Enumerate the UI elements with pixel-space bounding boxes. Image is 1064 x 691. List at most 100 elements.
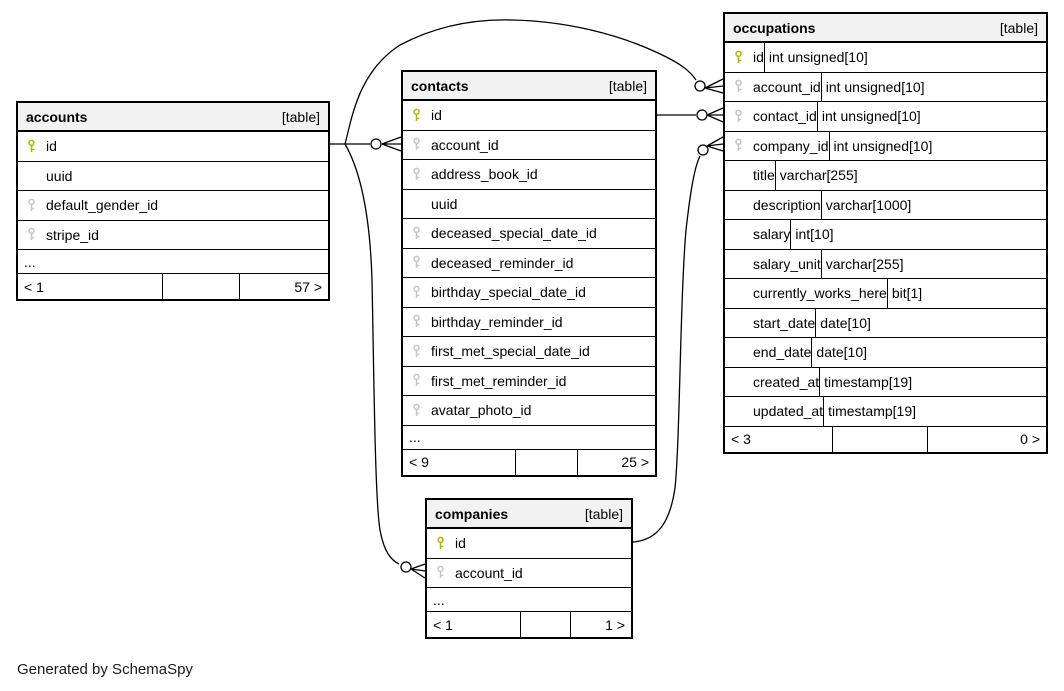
table-name: accounts — [26, 108, 88, 125]
footer-spacer — [520, 612, 570, 637]
column-name: id — [455, 535, 466, 552]
column-type: date[10] — [811, 338, 1046, 367]
column-name: first_met_special_date_id — [431, 343, 590, 360]
column-row-birthday-reminder-id[interactable]: birthday_reminder_id — [403, 308, 655, 337]
footer-spacer — [162, 274, 239, 299]
table-companies-header[interactable]: companies [table] — [427, 500, 631, 529]
column-row-contact-id[interactable]: contact_id int unsigned[10] — [725, 102, 1046, 132]
column-row-salary-unit[interactable]: salary_unit varchar[255] — [725, 249, 1046, 279]
hidden-columns-ellipsis[interactable]: ... — [18, 250, 328, 274]
table-badge: [table] — [608, 77, 647, 94]
column-name: created_at — [753, 373, 820, 390]
crowsfoot-icon — [704, 78, 724, 94]
column-name: deceased_reminder_id — [431, 254, 574, 271]
hidden-columns-ellipsis[interactable]: ... — [427, 588, 631, 612]
column-row-account-id[interactable]: account_id int unsigned[10] — [725, 72, 1046, 102]
column-type: int unsigned[10] — [828, 131, 1047, 160]
column-row-id[interactable]: id — [427, 529, 631, 559]
foreign-key-icon — [26, 227, 39, 242]
column-type: int unsigned[10] — [763, 43, 1046, 72]
column-name: stripe_id — [46, 226, 99, 243]
column-row-first-met-reminder-id[interactable]: first_met_reminder_id — [403, 367, 655, 396]
column-row-company-id[interactable]: company_id int unsigned[10] — [725, 131, 1047, 161]
parents-count[interactable]: < 3 — [731, 431, 751, 447]
column-row-uuid[interactable]: uuid — [403, 190, 655, 219]
column-name: account_id — [753, 78, 821, 95]
column-row-birthday-special-date-id[interactable]: birthday_special_date_id — [403, 278, 655, 308]
foreign-key-icon — [411, 344, 424, 359]
column-name: description — [753, 196, 821, 213]
column-row-salary[interactable]: salary int[10] — [725, 220, 1046, 250]
parents-count[interactable]: < 1 — [433, 616, 453, 633]
column-name: deceased_special_date_id — [431, 225, 597, 242]
foreign-key-icon — [411, 314, 424, 329]
column-name: updated_at — [753, 403, 824, 420]
hidden-columns-ellipsis[interactable]: ... — [403, 426, 655, 450]
children-count[interactable]: 1 > — [570, 612, 631, 637]
column-name: address_book_id — [431, 166, 538, 183]
column-row-updated-at[interactable]: updated_at timestamp[19] — [725, 397, 1046, 427]
children-count[interactable]: 25 > — [577, 449, 655, 475]
children-count[interactable]: 57 > — [239, 274, 328, 299]
column-row-avatar-photo-id[interactable]: avatar_photo_id — [403, 396, 655, 426]
table-contacts[interactable]: contacts [table] id account_id address_b… — [401, 70, 657, 477]
crowsfoot-icon — [410, 563, 426, 579]
parents-count[interactable]: < 1 — [24, 278, 44, 295]
table-name: contacts — [411, 77, 469, 94]
column-type: int unsigned[10] — [820, 72, 1046, 101]
column-row-stripe-id[interactable]: stripe_id — [18, 221, 328, 250]
foreign-key-icon — [733, 109, 746, 124]
column-row-currently-works-here[interactable]: currently_works_here bit[1] — [725, 279, 1046, 309]
column-type: varchar[255] — [820, 249, 1046, 278]
column-name: title — [753, 167, 775, 184]
column-name: account_id — [455, 564, 523, 581]
column-name: id — [753, 49, 764, 66]
column-row-id[interactable]: id — [403, 101, 655, 131]
column-row-account-id[interactable]: account_id — [427, 559, 631, 588]
table-occupations[interactable]: occupations [table] id int unsigned[10] … — [723, 12, 1048, 454]
column-name: start_date — [753, 314, 816, 331]
table-footer: < 1 57 > — [18, 274, 328, 299]
children-count[interactable]: 0 > — [927, 426, 1046, 452]
column-row-start-date[interactable]: start_date date[10] — [725, 308, 1046, 338]
relation-accounts-id-to-contacts-account-id — [330, 136, 402, 152]
footer-spacer — [515, 449, 577, 475]
column-name: default_gender_id — [46, 197, 159, 214]
table-companies[interactable]: companies [table] id account_id ... < 1 … — [425, 498, 633, 639]
generated-by-note: Generated by SchemaSpy — [17, 661, 193, 678]
column-row-end-date[interactable]: end_date date[10] — [725, 338, 1046, 368]
column-row-default-gender-id[interactable]: default_gender_id — [18, 191, 328, 221]
footer-spacer — [832, 426, 927, 452]
parents-count[interactable]: < 9 — [409, 454, 429, 470]
column-row-title[interactable]: title varchar[255] — [725, 161, 1046, 191]
column-row-uuid[interactable]: uuid — [18, 162, 328, 191]
foreign-key-icon — [26, 198, 39, 213]
column-row-account-id[interactable]: account_id — [403, 131, 655, 160]
relation-accounts-id-to-companies-account-id — [344, 143, 426, 579]
column-type: timestamp[19] — [819, 367, 1046, 396]
column-row-id[interactable]: id int unsigned[10] — [725, 43, 1046, 73]
table-occupations-header[interactable]: occupations [table] — [725, 14, 1046, 43]
table-contacts-header[interactable]: contacts [table] — [403, 72, 655, 101]
column-row-deceased-special-date-id[interactable]: deceased_special_date_id — [403, 219, 655, 249]
column-name: id — [46, 138, 57, 155]
column-row-first-met-special-date-id[interactable]: first_met_special_date_id — [403, 337, 655, 367]
column-name: uuid — [431, 195, 458, 212]
foreign-key-icon — [411, 403, 424, 418]
column-name: uuid — [46, 167, 73, 184]
foreign-key-icon — [411, 373, 424, 388]
column-row-address-book-id[interactable]: address_book_id — [403, 160, 655, 190]
table-badge: [table] — [281, 108, 320, 125]
column-row-description[interactable]: description varchar[1000] — [725, 190, 1046, 220]
column-row-deceased-reminder-id[interactable]: deceased_reminder_id — [403, 249, 655, 278]
foreign-key-icon — [733, 138, 746, 153]
column-type: varchar[1000] — [820, 190, 1046, 219]
table-accounts[interactable]: accounts [table] id uuid default_gender_… — [16, 101, 330, 301]
table-accounts-header[interactable]: accounts [table] — [18, 103, 328, 132]
column-row-id[interactable]: id — [18, 132, 328, 162]
column-name: end_date — [753, 344, 812, 361]
table-footer: < 1 1 > — [427, 612, 631, 637]
column-row-created-at[interactable]: created_at timestamp[19] — [725, 367, 1046, 397]
foreign-key-icon — [435, 565, 448, 580]
column-name: avatar_photo_id — [431, 402, 532, 419]
